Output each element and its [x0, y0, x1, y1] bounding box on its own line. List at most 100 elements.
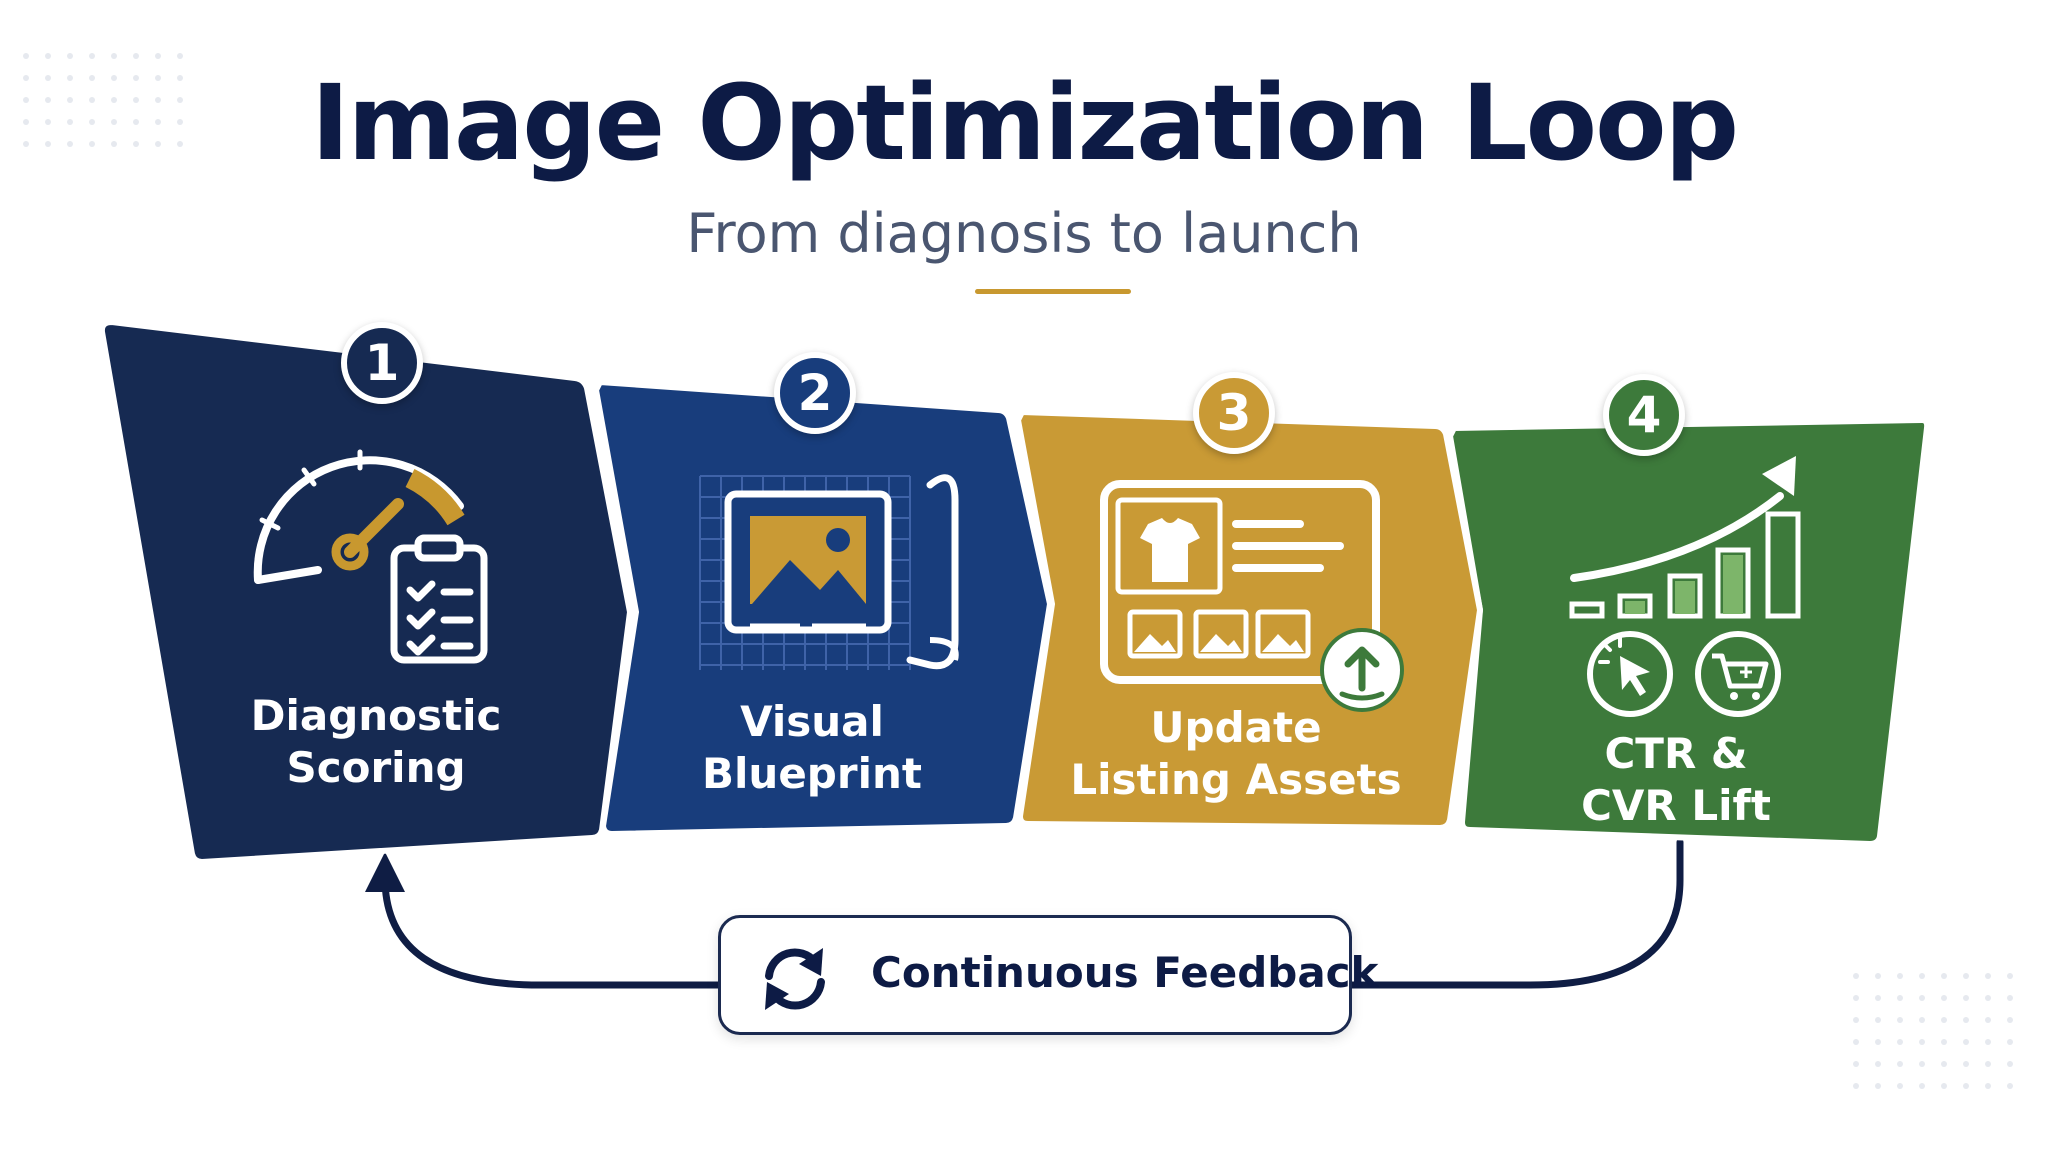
decorative-dot — [45, 75, 51, 81]
step-3-label-line1: Update — [1150, 703, 1322, 752]
decorative-dot — [1875, 1083, 1881, 1089]
decorative-dot — [1963, 1039, 1969, 1045]
decorative-dot — [1985, 995, 1991, 1001]
decorative-dot — [1941, 1017, 1947, 1023]
step-2-label-line1: Visual — [740, 697, 884, 746]
step-1-label: Diagnostic Scoring — [236, 690, 516, 794]
decorative-dot — [1875, 1017, 1881, 1023]
clipboard-checklist-icon — [390, 534, 488, 664]
step-4-label: CTR & CVR Lift — [1536, 728, 1816, 832]
page-subtitle: From diagnosis to launch — [686, 202, 1362, 265]
decorative-dot — [2007, 1083, 2013, 1089]
decorative-dot — [1963, 1061, 1969, 1067]
decorative-dot — [177, 141, 183, 147]
decorative-dot — [23, 97, 29, 103]
upload-icon — [1320, 628, 1404, 712]
decorative-dot — [1941, 973, 1947, 979]
decorative-dot — [2007, 1017, 2013, 1023]
decorative-dot — [1897, 995, 1903, 1001]
decorative-dot — [45, 97, 51, 103]
decorative-dot — [1941, 1083, 1947, 1089]
decorative-dot — [1985, 1017, 1991, 1023]
decorative-dot — [133, 141, 139, 147]
decorative-dot — [1853, 1039, 1859, 1045]
step-4-label-line2: CVR Lift — [1581, 781, 1771, 830]
decorative-dot — [133, 53, 139, 59]
decorative-dot — [1985, 1083, 1991, 1089]
decorative-dot — [1963, 973, 1969, 979]
step-1-badge: 1 — [341, 322, 423, 404]
decorative-dot — [111, 119, 117, 125]
decorative-dot — [111, 97, 117, 103]
decorative-dot — [155, 97, 161, 103]
step-4-badge: 4 — [1603, 374, 1685, 456]
decorative-dot — [1985, 1039, 1991, 1045]
decorative-dot — [45, 53, 51, 59]
decorative-dot — [1963, 995, 1969, 1001]
listing-page-icon — [1100, 480, 1380, 684]
blueprint-image-icon — [699, 474, 959, 670]
decorative-dot — [1919, 1061, 1925, 1067]
page-title: Image Optimization Loop — [310, 62, 1739, 184]
decorative-dot — [1853, 973, 1859, 979]
decorative-dot — [89, 75, 95, 81]
decorative-dot — [111, 53, 117, 59]
decorative-dot — [155, 75, 161, 81]
decorative-dot — [1963, 1083, 1969, 1089]
decorative-dot — [1919, 1083, 1925, 1089]
decorative-dot — [155, 119, 161, 125]
decorative-dot — [23, 53, 29, 59]
step-panel-1 — [98, 318, 634, 866]
decorative-dot — [89, 141, 95, 147]
decorative-dot — [1897, 1039, 1903, 1045]
decorative-dot — [23, 141, 29, 147]
growth-chart-icon — [1569, 456, 1801, 619]
refresh-icon — [765, 948, 825, 1010]
decorative-dot — [1853, 1061, 1859, 1067]
decorative-dot — [1875, 973, 1881, 979]
decorative-dot — [2007, 973, 2013, 979]
decorative-dot — [177, 53, 183, 59]
decorative-dot — [1875, 1039, 1881, 1045]
decorative-dot — [1985, 1061, 1991, 1067]
decorative-dot — [89, 53, 95, 59]
step-3-label-line2: Listing Assets — [1070, 755, 1402, 804]
step-3-label: Update Listing Assets — [1066, 702, 1406, 806]
decorative-dot — [1941, 1039, 1947, 1045]
title-underline — [975, 289, 1131, 294]
decorative-dot — [155, 141, 161, 147]
decorative-dot — [133, 119, 139, 125]
decorative-dot — [1875, 1061, 1881, 1067]
decorative-dot — [89, 119, 95, 125]
gauge-icon — [253, 449, 465, 584]
step-1-label-line2: Scoring — [286, 743, 466, 792]
decorative-dot — [1875, 995, 1881, 1001]
decorative-dot — [1963, 1017, 1969, 1023]
decorative-dot — [1897, 1017, 1903, 1023]
decorative-dot — [155, 53, 161, 59]
decorative-dot — [177, 97, 183, 103]
shopping-cart-icon — [1695, 631, 1781, 717]
decorative-dot — [1941, 995, 1947, 1001]
step-panel-4 — [1446, 416, 1931, 848]
decorative-dot — [1919, 1039, 1925, 1045]
decorative-dot — [1897, 973, 1903, 979]
decorative-dot — [177, 119, 183, 125]
continuous-feedback-box: Continuous Feedback — [718, 915, 1379, 1035]
decorative-dot — [45, 119, 51, 125]
decorative-dot — [1897, 1083, 1903, 1089]
cursor-click-icon — [1587, 631, 1673, 717]
feedback-arrow-path — [381, 838, 1684, 989]
decorative-dot — [133, 97, 139, 103]
decorative-dot — [23, 119, 29, 125]
decorative-dot — [1985, 973, 1991, 979]
decorative-dot — [111, 141, 117, 147]
step-2-label: Visual Blueprint — [672, 696, 952, 800]
feedback-arrowhead — [365, 852, 405, 892]
step-2-badge: 2 — [774, 352, 856, 434]
decorative-dot — [1853, 995, 1859, 1001]
decorative-dot — [1853, 1083, 1859, 1089]
decorative-dot — [89, 97, 95, 103]
